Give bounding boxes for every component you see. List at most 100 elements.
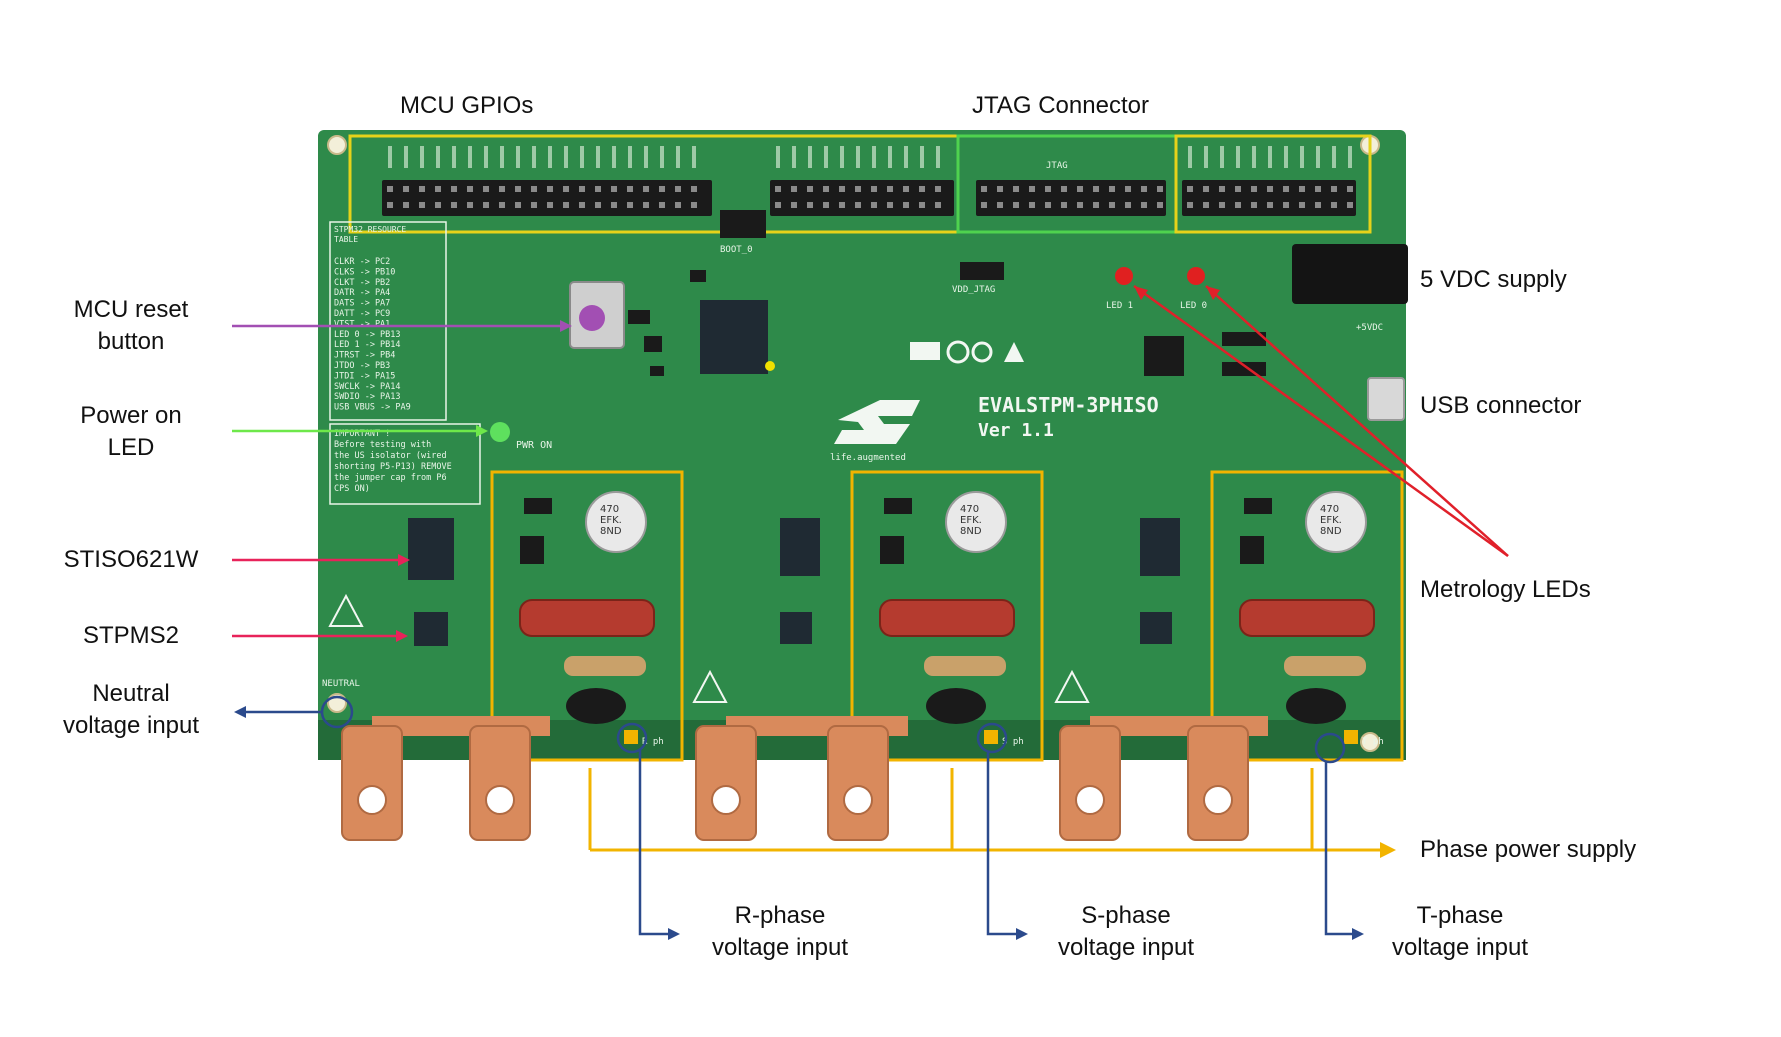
- t-phase-voltage-input-line-1: T-phase: [1416, 902, 1504, 929]
- r-phase-voltage-input-line-1: R-phase: [734, 902, 826, 929]
- header-pin: [871, 186, 877, 192]
- header-pin: [675, 186, 681, 192]
- reset-button-cap[interactable]: [579, 305, 605, 331]
- mcu-reset-button-label: MCU reset button: [40, 294, 222, 358]
- header-pin: [1141, 186, 1147, 192]
- header-pin: [467, 186, 473, 192]
- header-pin: [855, 202, 861, 208]
- pin-label-mark: [436, 146, 440, 168]
- header-pin: [1203, 186, 1209, 192]
- phase-power-supply-lines: [588, 768, 1380, 852]
- header-pin: [531, 186, 537, 192]
- header-pin: [1093, 202, 1099, 208]
- resistor: [564, 656, 646, 676]
- header-pin: [1267, 202, 1273, 208]
- voltage-input-pointers: [246, 695, 1352, 936]
- toroid-inductor: [926, 688, 986, 724]
- certification-marks: [910, 340, 1024, 364]
- header-pin: [919, 186, 925, 192]
- header-pin: [1347, 202, 1353, 208]
- header-pin: [1251, 202, 1257, 208]
- pin-label-mark: [644, 146, 648, 168]
- copper-lug: [827, 725, 889, 841]
- header-pin: [1109, 202, 1115, 208]
- header-pin: [675, 202, 681, 208]
- pin-label-mark: [1332, 146, 1336, 168]
- header-pin: [1109, 186, 1115, 192]
- header-pin: [1157, 202, 1163, 208]
- resource-table-row: LED 1 -> PB14: [334, 340, 401, 350]
- phase-diode: [524, 498, 552, 514]
- mcu-pin1-dot: [765, 361, 775, 371]
- power-led-pointer-arrow: [476, 425, 488, 437]
- header-pin: [1331, 202, 1337, 208]
- phase-box-outline: [1210, 470, 1404, 762]
- header-pin: [823, 202, 829, 208]
- header-pin: [997, 202, 1003, 208]
- resource-table-title: TABLE: [334, 235, 358, 244]
- header-pin: [643, 202, 649, 208]
- header-pin: [595, 202, 601, 208]
- header-pin: [1061, 202, 1067, 208]
- header-pin: [1203, 202, 1209, 208]
- header-pin: [775, 186, 781, 192]
- important-note-line: IMPORTANT !: [334, 429, 390, 439]
- power-on-led-line-2: LED: [107, 434, 155, 461]
- terminal-pair: [695, 716, 908, 841]
- pin-label-mark: [1284, 146, 1288, 168]
- header-pin: [499, 202, 505, 208]
- header-pin: [807, 202, 813, 208]
- lug-hole: [485, 785, 515, 815]
- header-pin: [659, 202, 665, 208]
- copper-lug: [695, 725, 757, 841]
- header-pin: [903, 202, 909, 208]
- header-pin: [1061, 186, 1067, 192]
- pin-label-mark: [500, 146, 504, 168]
- pin-label-mark: [580, 146, 584, 168]
- header-pin: [1013, 202, 1019, 208]
- header-pin: [807, 186, 813, 192]
- pin-headers: [382, 180, 1356, 216]
- important-note-line: CPS ON): [334, 484, 370, 494]
- header-pin: [1251, 186, 1257, 192]
- mcu-gpios-label: MCU GPIOs: [400, 92, 534, 119]
- metrology-pointer-lines: [1133, 284, 1509, 558]
- header-pin: [887, 186, 893, 192]
- phase-capacitor: [945, 491, 1007, 553]
- header-pin: [981, 202, 987, 208]
- toroid-inductor: [1286, 688, 1346, 724]
- header-pin: [595, 186, 601, 192]
- pin-label-mark: [776, 146, 780, 168]
- phase-box-outline: [490, 470, 684, 762]
- pin-label-mark: [564, 146, 568, 168]
- header-pin: [1187, 202, 1193, 208]
- phase-silk: S ph: [1002, 737, 1024, 747]
- pin-label-mark: [1252, 146, 1256, 168]
- pwr-on-silk: PWR ON: [516, 440, 552, 451]
- header-pin: [919, 202, 925, 208]
- x-capacitor: [879, 599, 1015, 637]
- header-pin: [579, 186, 585, 192]
- resource-table-row: CLKT -> PB2: [334, 278, 390, 288]
- resource-table-row: JTDI -> PA15: [334, 371, 395, 381]
- isolator-chips: [408, 518, 1180, 580]
- header-pin: [775, 202, 781, 208]
- copper-lug: [341, 725, 403, 841]
- vdd-jtag-silk: VDD_JTAG: [952, 285, 995, 295]
- phase-regulator: [520, 536, 544, 564]
- header-pin: [1077, 202, 1083, 208]
- header-pin: [997, 186, 1003, 192]
- header-pin: [627, 186, 633, 192]
- jtag-silk: JTAG: [1046, 161, 1068, 171]
- pin-label-mark: [388, 146, 392, 168]
- resource-table-row: USB VBUS -> PA9: [334, 403, 411, 413]
- header-pin: [1157, 186, 1163, 192]
- header-pin: [791, 202, 797, 208]
- copper-lug: [469, 725, 531, 841]
- neutral-voltage-input-line-1: Neutral: [92, 680, 170, 707]
- pin-label-mark: [1268, 146, 1272, 168]
- metrology-leds-label: Metrology LEDs: [1420, 576, 1591, 603]
